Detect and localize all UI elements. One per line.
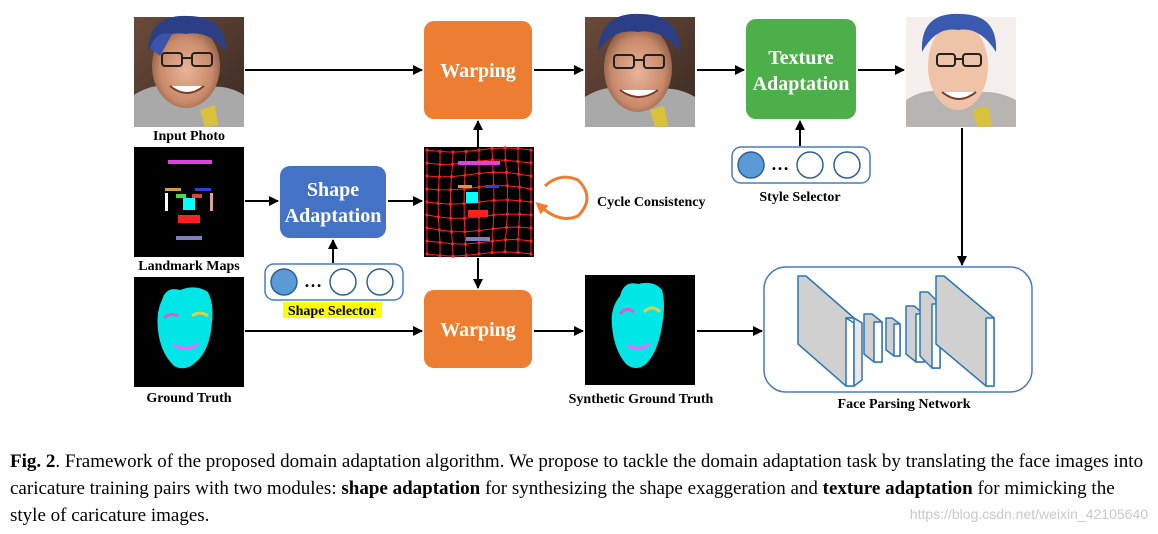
caption-text-1: . Framework of the proposed domain adapt… bbox=[10, 451, 1144, 499]
shape-selector-ellipsis: … bbox=[304, 271, 322, 291]
synthetic-ground-truth-label: Synthetic Ground Truth bbox=[569, 392, 714, 407]
face-parsing-network-icon bbox=[763, 266, 1033, 393]
warping-bottom-text: Warping bbox=[440, 319, 516, 341]
caption-text-2: for synthesizing the shape exaggeration … bbox=[480, 478, 823, 499]
watermark-text: https://blog.csdn.net/weixin_42105640 bbox=[909, 506, 1148, 522]
caption-text-3: for mimicking the style of caricature im… bbox=[10, 478, 1115, 526]
warped-photo-image bbox=[585, 13, 695, 127]
caption-bold-shape-adaptation: shape adaptation bbox=[341, 478, 481, 499]
warping-top-text: Warping bbox=[440, 60, 516, 82]
ground-truth-mask-image bbox=[134, 277, 244, 387]
texture-adaptation-text-1: Texture bbox=[768, 47, 834, 69]
input-photo-image bbox=[134, 15, 244, 127]
shape-selector-highlight bbox=[283, 302, 382, 318]
shape-adaptation-text-2: Adaptation bbox=[285, 205, 382, 227]
cycle-arrow-icon bbox=[535, 175, 589, 220]
flow-arrows bbox=[245, 65, 967, 336]
shape-adaptation-box bbox=[280, 166, 386, 238]
style-selector bbox=[731, 146, 871, 184]
texture-adaptation-box bbox=[746, 19, 856, 119]
landmark-maps-label: Landmark Maps bbox=[138, 259, 240, 274]
landmark-map-image bbox=[134, 147, 244, 257]
texture-adaptation-text-2: Adaptation bbox=[753, 73, 850, 95]
caricature-output-image bbox=[906, 13, 1016, 127]
caption-fig-label: Fig. 2 bbox=[10, 451, 56, 472]
warping-top-box bbox=[424, 21, 532, 119]
caption-bold-texture-adaptation: texture adaptation bbox=[822, 478, 973, 499]
ground-truth-label: Ground Truth bbox=[146, 391, 231, 406]
warping-bottom-box bbox=[424, 290, 532, 368]
shape-selector-label: Shape Selector bbox=[288, 304, 376, 319]
figure-caption: Fig. 2. Framework of the proposed domain… bbox=[10, 448, 1150, 529]
warp-grid-image bbox=[424, 146, 534, 258]
input-photo-label: Input Photo bbox=[153, 129, 225, 144]
style-selector-label: Style Selector bbox=[759, 190, 840, 205]
synthetic-ground-truth-image bbox=[585, 275, 695, 385]
cycle-consistency-label: Cycle Consistency bbox=[597, 195, 706, 210]
face-parsing-network-label: Face Parsing Network bbox=[838, 397, 971, 412]
shape-adaptation-text-1: Shape bbox=[307, 179, 359, 201]
style-selector-ellipsis: … bbox=[771, 154, 789, 174]
shape-selector bbox=[264, 263, 404, 301]
